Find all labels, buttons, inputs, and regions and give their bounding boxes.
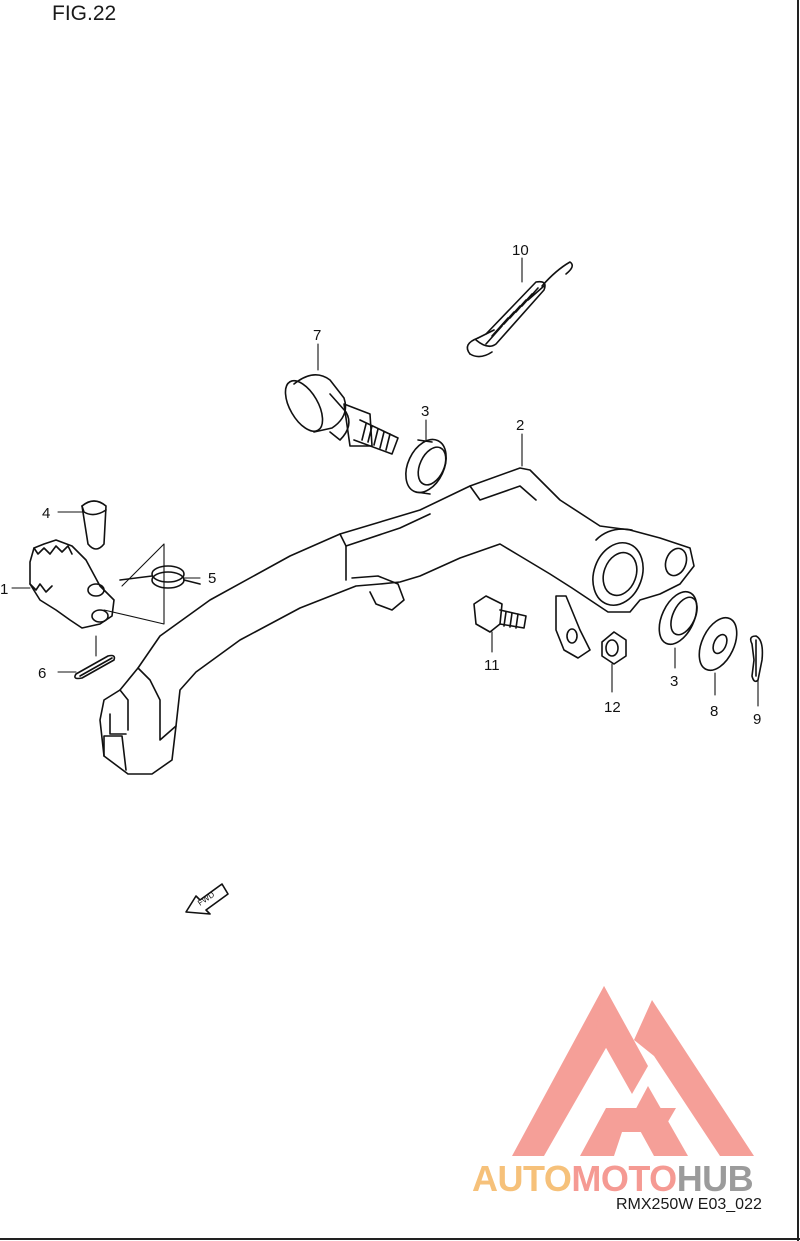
callout-1: 1 — [0, 581, 8, 598]
part-3-seal-upper — [405, 438, 447, 495]
frame-bottom-border — [0, 1238, 800, 1240]
part-4-pin — [81, 500, 107, 550]
part-3-seal-lower — [658, 590, 698, 646]
callout-11: 11 — [484, 657, 500, 674]
watermark-word-moto: MOTO — [571, 1158, 677, 1199]
callout-9: 9 — [753, 711, 761, 728]
callout-4: 4 — [42, 505, 50, 522]
part-12-nut — [601, 631, 627, 665]
frame-right-border — [797, 0, 799, 1241]
watermark-word-auto: AUTO — [472, 1158, 572, 1199]
figure-title: FIG.22 — [52, 2, 117, 25]
part-9-cotter-pin — [749, 635, 764, 683]
watermark-wordmark: AUTOMOTOHUB — [472, 1158, 754, 1200]
fwd-arrow-icon — [185, 883, 229, 915]
callout-3-upper: 3 — [421, 403, 429, 420]
part-7-pivot-bolt — [284, 374, 399, 455]
callout-5: 5 — [208, 570, 216, 587]
callout-7: 7 — [313, 327, 321, 344]
callout-10: 10 — [512, 242, 529, 259]
part-1-footrest — [29, 539, 115, 629]
callout-6: 6 — [38, 665, 46, 682]
watermark-logo-icon — [512, 986, 754, 1156]
watermark-word-hub: HUB — [676, 1158, 754, 1199]
model-code: RMX250W E03_022 — [616, 1196, 762, 1213]
part-5-spring — [119, 565, 201, 589]
part-11-bolt — [473, 595, 527, 633]
part-6-cotter-pin — [74, 654, 116, 680]
part-10-return-spring — [466, 261, 574, 358]
callout-labels: 1 2 3 3 4 5 6 7 8 9 10 11 12 — [0, 242, 761, 728]
leader-lines — [11, 257, 759, 707]
callout-2: 2 — [516, 417, 524, 434]
part-8-washer — [698, 616, 738, 672]
callout-12: 12 — [604, 699, 621, 716]
callout-3-lower: 3 — [670, 673, 678, 690]
callout-8: 8 — [710, 703, 718, 720]
part-2-brake-pedal — [99, 467, 695, 775]
